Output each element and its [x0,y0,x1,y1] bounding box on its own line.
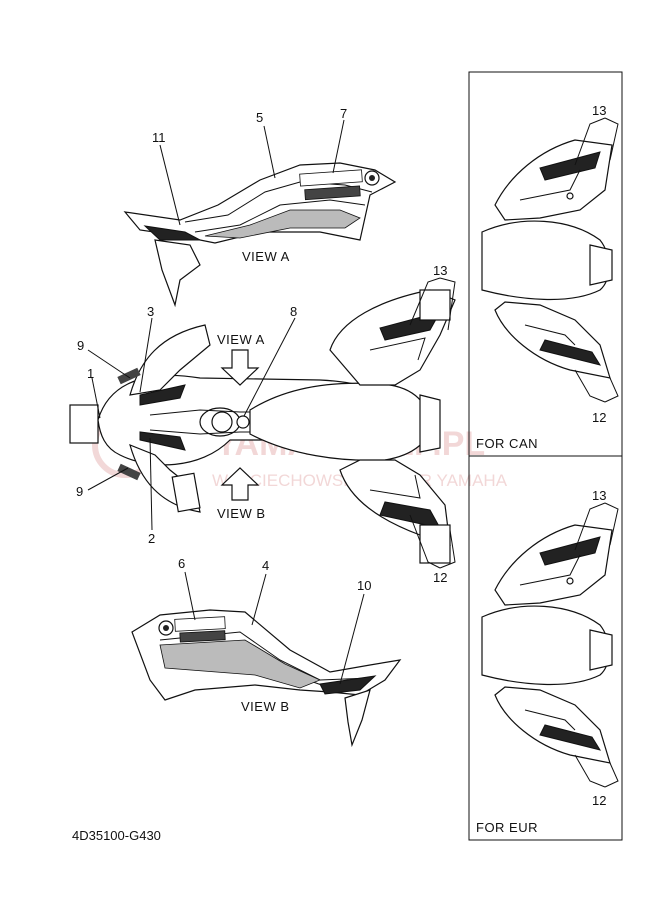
eur-variant-drawing [481,524,613,764]
callout-9-bottom: 9 [76,484,83,499]
callout-5: 5 [256,110,263,125]
leader-13-center [409,277,456,331]
callout-10: 10 [357,578,371,593]
leader-13-eur [574,502,619,551]
callout-2: 2 [148,531,155,546]
view-a-fender [123,162,397,308]
part-code: 4D35100-G430 [72,828,161,843]
callout-6: 6 [178,556,185,571]
leader-9-bottom [87,467,129,491]
leader-6 [184,571,196,621]
callout-7: 7 [340,106,347,121]
callout-13-eur: 13 [592,488,606,503]
view-a-center-label: VIEW A [217,332,265,347]
for-can-label: FOR CAN [476,436,538,451]
arrow-view-a [220,349,260,386]
leader-8 [243,317,296,417]
callout-13-center: 13 [433,263,447,278]
callout-8: 8 [290,304,297,319]
leader-12-eur [574,754,619,788]
callout-3: 3 [147,304,154,319]
leader-12-can [574,369,619,403]
leader-3 [139,317,153,393]
callout-13-can: 13 [592,103,606,118]
callout-4: 4 [262,558,269,573]
view-b-bottom-label: VIEW B [241,699,290,714]
view-a-top-label: VIEW A [242,249,290,264]
leader-13-can [574,117,619,166]
arrow-view-b [220,467,260,501]
callout-1: 1 [87,366,94,381]
callout-12-can: 12 [592,410,606,425]
view-b-center-label: VIEW B [217,506,266,521]
callout-12-center: 12 [433,570,447,585]
leader-9-top [87,349,131,379]
can-variant-drawing [481,139,613,379]
leader-7 [332,119,345,174]
leader-4 [251,573,267,626]
leader-10 [339,593,365,685]
atv-top-view [69,289,456,564]
callout-11: 11 [152,130,166,145]
leader-11 [159,144,181,226]
for-eur-label: FOR EUR [476,820,538,835]
leader-2 [149,437,153,531]
leader-1 [91,377,101,419]
leader-12-center [409,514,456,569]
view-b-fender [131,609,402,748]
callout-12-eur: 12 [592,793,606,808]
callout-9-top: 9 [77,338,84,353]
leader-5 [263,125,276,179]
